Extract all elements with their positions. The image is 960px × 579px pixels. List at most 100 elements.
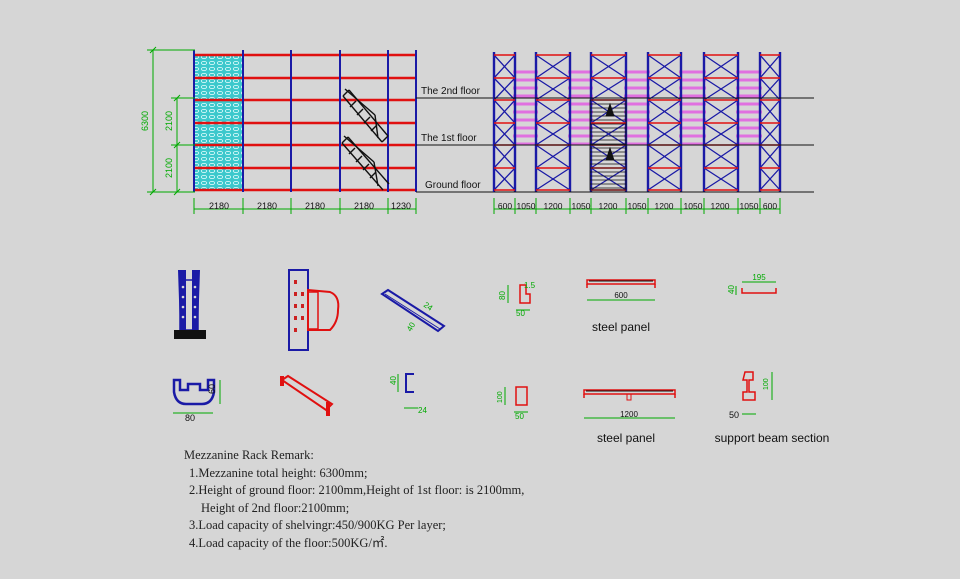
panel-clip-b: 100 50 (497, 386, 528, 421)
brace (759, 99, 781, 124)
clip-width: 50 (516, 309, 525, 318)
front-staircase (589, 99, 627, 191)
channel-height: 40 (727, 285, 736, 294)
total-height-dim: 6300 (140, 111, 150, 131)
brace (647, 77, 682, 101)
bay-width-dim: 2180 (305, 201, 325, 211)
clip-thickness: 1.5 (524, 281, 536, 290)
upright-profile-80x60: 80 60 (172, 378, 221, 423)
upright-depth: 60 (207, 384, 217, 394)
steel-panel-600: 600 steel panel (586, 279, 656, 334)
side-elevation: The 2nd floor The 1st floor Ground floor… (140, 46, 495, 214)
front-bay-dim: 1200 (544, 201, 563, 211)
brace (493, 99, 516, 124)
brace (759, 144, 781, 169)
brace (703, 54, 739, 79)
clip-height: 80 (498, 291, 507, 300)
beam-b-height: 40 (389, 376, 398, 385)
steel-panel-label: steel panel (597, 431, 655, 445)
brace (590, 77, 627, 101)
brace (759, 77, 781, 101)
support-beam-height: 100 (763, 378, 770, 390)
support-beam-label: support beam section (715, 431, 830, 445)
front-bay-dim: 600 (763, 201, 777, 211)
remark-line: 3.Load capacity of shelvingr:450/900KG P… (189, 518, 446, 533)
upright-with-baseplate (174, 270, 206, 339)
side-uprights (193, 50, 417, 192)
brace (535, 122, 571, 146)
level-height-dim-lower: 2100 (164, 158, 174, 178)
brace (647, 167, 682, 191)
floor-label-ground: Ground floor (425, 180, 481, 191)
diagonal-beam-24x40: 24 40 (380, 288, 446, 333)
channel-width: 195 (752, 273, 766, 282)
beam-a-width: 24 (422, 300, 435, 313)
brace (703, 122, 739, 146)
floor-label-2nd: The 2nd floor (421, 86, 481, 97)
beam-a-height: 40 (405, 320, 418, 333)
front-bay-dim: 1050 (517, 201, 536, 211)
front-floor-lines (494, 97, 814, 193)
brace (535, 77, 571, 101)
front-bay-dim: 1050 (628, 201, 647, 211)
upright-beam-connector (288, 269, 340, 351)
front-bay-dim: 1050 (572, 201, 591, 211)
panel-1200-length: 1200 (620, 410, 638, 419)
bay-width-dim: 1230 (391, 201, 411, 211)
remark-line: Height of 2nd floor:2100mm; (201, 500, 350, 515)
front-bay-dim: 1050 (684, 201, 703, 211)
brace (493, 77, 516, 101)
clip-b-width: 50 (515, 412, 524, 421)
remark-line: 2.Height of ground floor: 2100mm,Height … (189, 483, 525, 498)
brace (535, 144, 571, 169)
brace (493, 144, 516, 169)
brace (535, 99, 571, 124)
staircase-upper (342, 88, 389, 143)
front-bay-dim: 1200 (599, 201, 618, 211)
brace (759, 122, 781, 146)
brace (703, 144, 739, 169)
brace (535, 167, 571, 191)
side-beams (194, 53, 416, 192)
clip-b-height: 100 (497, 391, 504, 403)
brace (703, 77, 739, 101)
front-bay-dim: 1050 (740, 201, 759, 211)
front-bay-dim: 1200 (655, 201, 674, 211)
side-dim-chain (193, 198, 417, 214)
support-beam-width: 50 (729, 410, 739, 420)
beam-section-24x40: 40 24 (389, 373, 427, 415)
staircase-lower (341, 135, 390, 191)
panel-600-length: 600 (614, 291, 628, 300)
bay-width-dim: 2180 (354, 201, 374, 211)
brace (590, 122, 627, 146)
remark-line: 4.Load capacity of the floor:500KG/㎡. (189, 535, 388, 550)
brace (493, 122, 516, 146)
front-elevation: 600 1050 1200 1050 1200 1050 1200 1050 1… (492, 52, 814, 214)
brace (493, 167, 516, 191)
brace (759, 54, 781, 79)
front-bay-dim: 600 (498, 201, 512, 211)
support-beam-section: 100 50 support beam section (715, 371, 830, 445)
beam-with-brackets (280, 374, 334, 416)
side-floor-lines (416, 97, 495, 193)
beam-b-width: 24 (418, 406, 427, 415)
steel-panel-label: steel panel (592, 320, 650, 334)
bay-width-dim: 2180 (257, 201, 277, 211)
brace (703, 167, 739, 191)
brace (493, 54, 516, 79)
floor-label-1st: The 1st floor (421, 133, 477, 144)
brace (647, 99, 682, 124)
brace (590, 54, 627, 79)
mezzanine-remarks: Mezzanine Rack Remark: 1.Mezzanine total… (184, 447, 524, 553)
brace (703, 99, 739, 124)
bay-width-dim: 2180 (209, 201, 229, 211)
brace (647, 144, 682, 169)
upright-width: 80 (185, 413, 195, 423)
front-deck-frames (513, 70, 762, 146)
brace (759, 167, 781, 191)
vertical-dimensions (147, 46, 195, 196)
remark-line: 1.Mezzanine total height: 6300mm; (189, 465, 368, 480)
remarks-title: Mezzanine Rack Remark: (184, 448, 314, 462)
front-bay-dim: 1200 (711, 201, 730, 211)
